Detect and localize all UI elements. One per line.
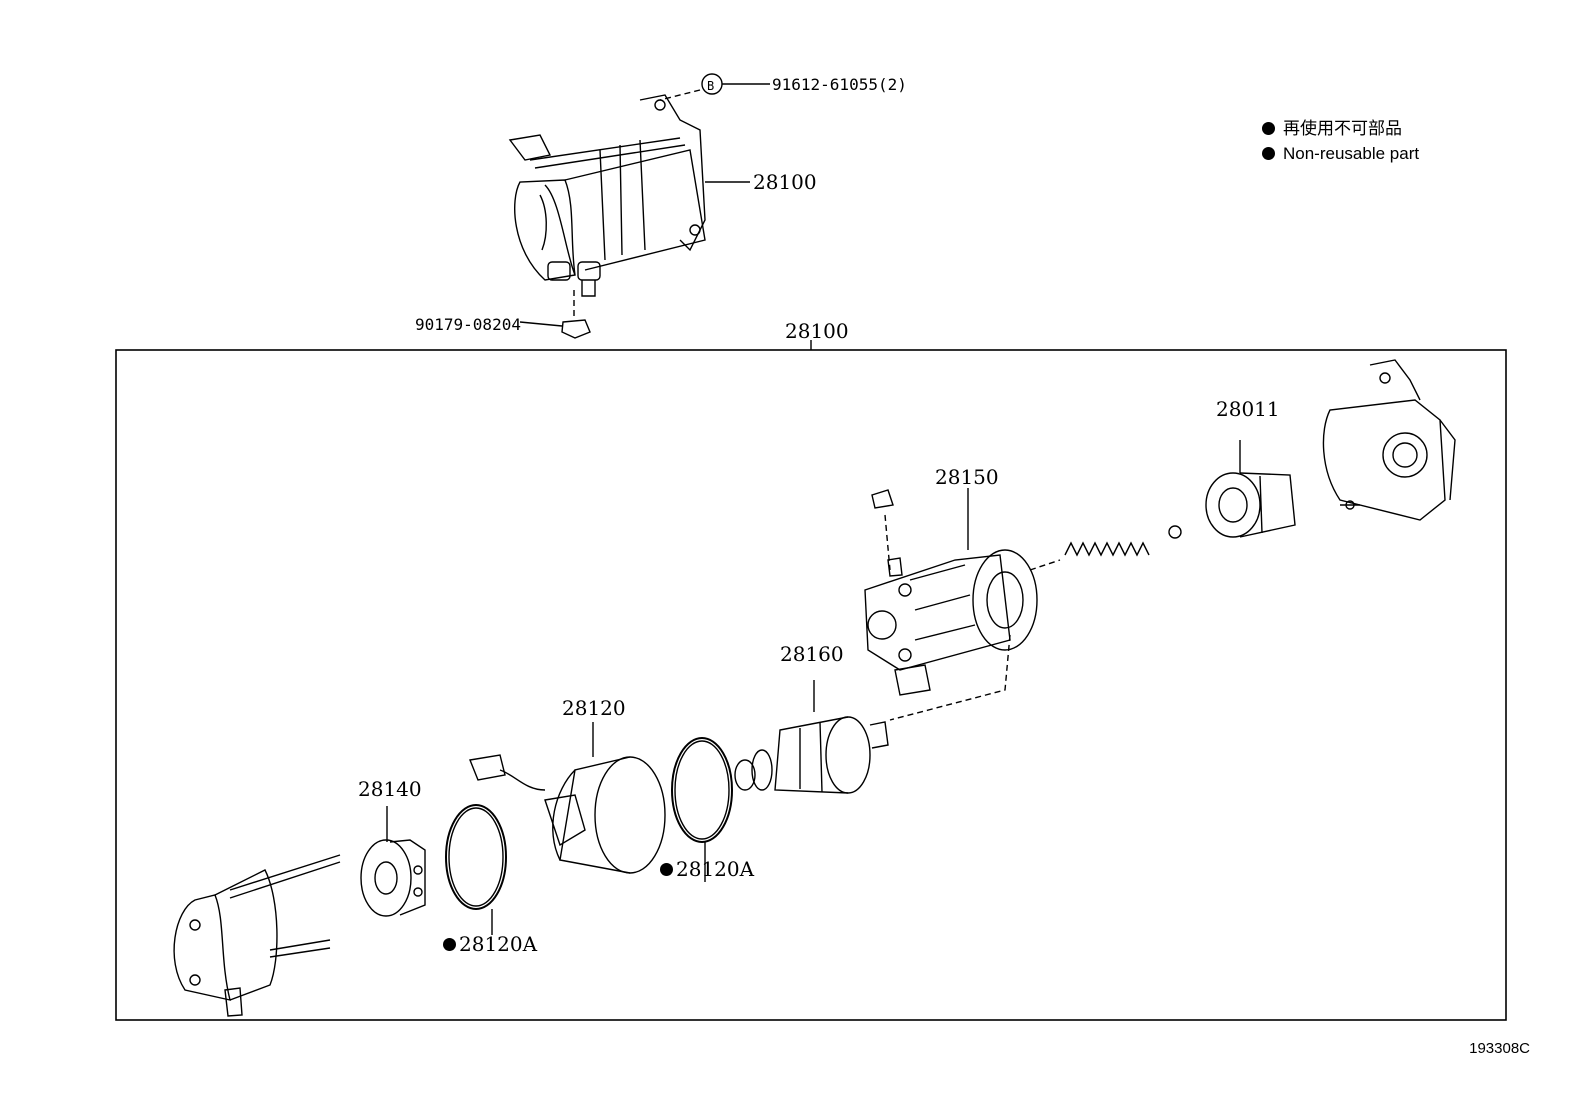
brush-holder-drawing — [360, 806, 426, 917]
yoke-drawing — [469, 722, 666, 874]
non-reusable-dot-icon — [1262, 122, 1275, 135]
legend-jp: 再使用不可部品 — [1283, 119, 1402, 138]
callout-oring-left-text: 28120A — [459, 932, 538, 956]
callout-bolt: 91612-61055(2) — [772, 75, 907, 94]
non-reusable-dot-icon — [1262, 147, 1275, 160]
non-reusable-dot-icon — [443, 937, 456, 951]
armature-drawing — [734, 680, 889, 794]
callout-nut: 90179-08204 — [415, 315, 521, 334]
spring-drawing — [1064, 541, 1150, 557]
oring-right-drawing — [671, 737, 733, 843]
callout-yoke: 28120 — [562, 696, 626, 720]
end-frame-drawing — [173, 854, 341, 1017]
bolt-b-marker-label: B — [707, 79, 715, 93]
starter-top-drawing — [508, 73, 770, 339]
legend-en: Non-reusable part — [1283, 144, 1420, 163]
ball-drawing — [1168, 525, 1182, 539]
callout-starter-top: 28100 — [753, 170, 817, 194]
legend-row-jp: 再使用不可部品 — [1262, 116, 1419, 141]
callout-switch: 28150 — [935, 465, 999, 489]
callout-armature: 28160 — [780, 642, 844, 666]
legend-row-en: Non-reusable part — [1262, 141, 1419, 166]
assembly-frame — [115, 349, 1507, 1021]
switch-drawing — [864, 488, 1038, 721]
callout-brush-holder: 28140 — [358, 777, 422, 801]
non-reusable-dot-icon — [660, 862, 673, 876]
callout-oring-right: 28120A — [660, 858, 754, 880]
callout-oring-right-text: 28120A — [676, 857, 755, 881]
callout-assembly: 28100 — [785, 319, 849, 343]
pinion-drawing — [1205, 440, 1296, 538]
drive-housing-drawing — [1322, 359, 1456, 521]
diagram-code: 193308C — [1469, 1040, 1530, 1057]
oring-left-drawing — [445, 804, 507, 910]
callout-oring-left: 28120A — [443, 933, 537, 955]
callout-drive: 28011 — [1216, 397, 1280, 421]
legend: 再使用不可部品 Non-reusable part — [1262, 116, 1419, 166]
